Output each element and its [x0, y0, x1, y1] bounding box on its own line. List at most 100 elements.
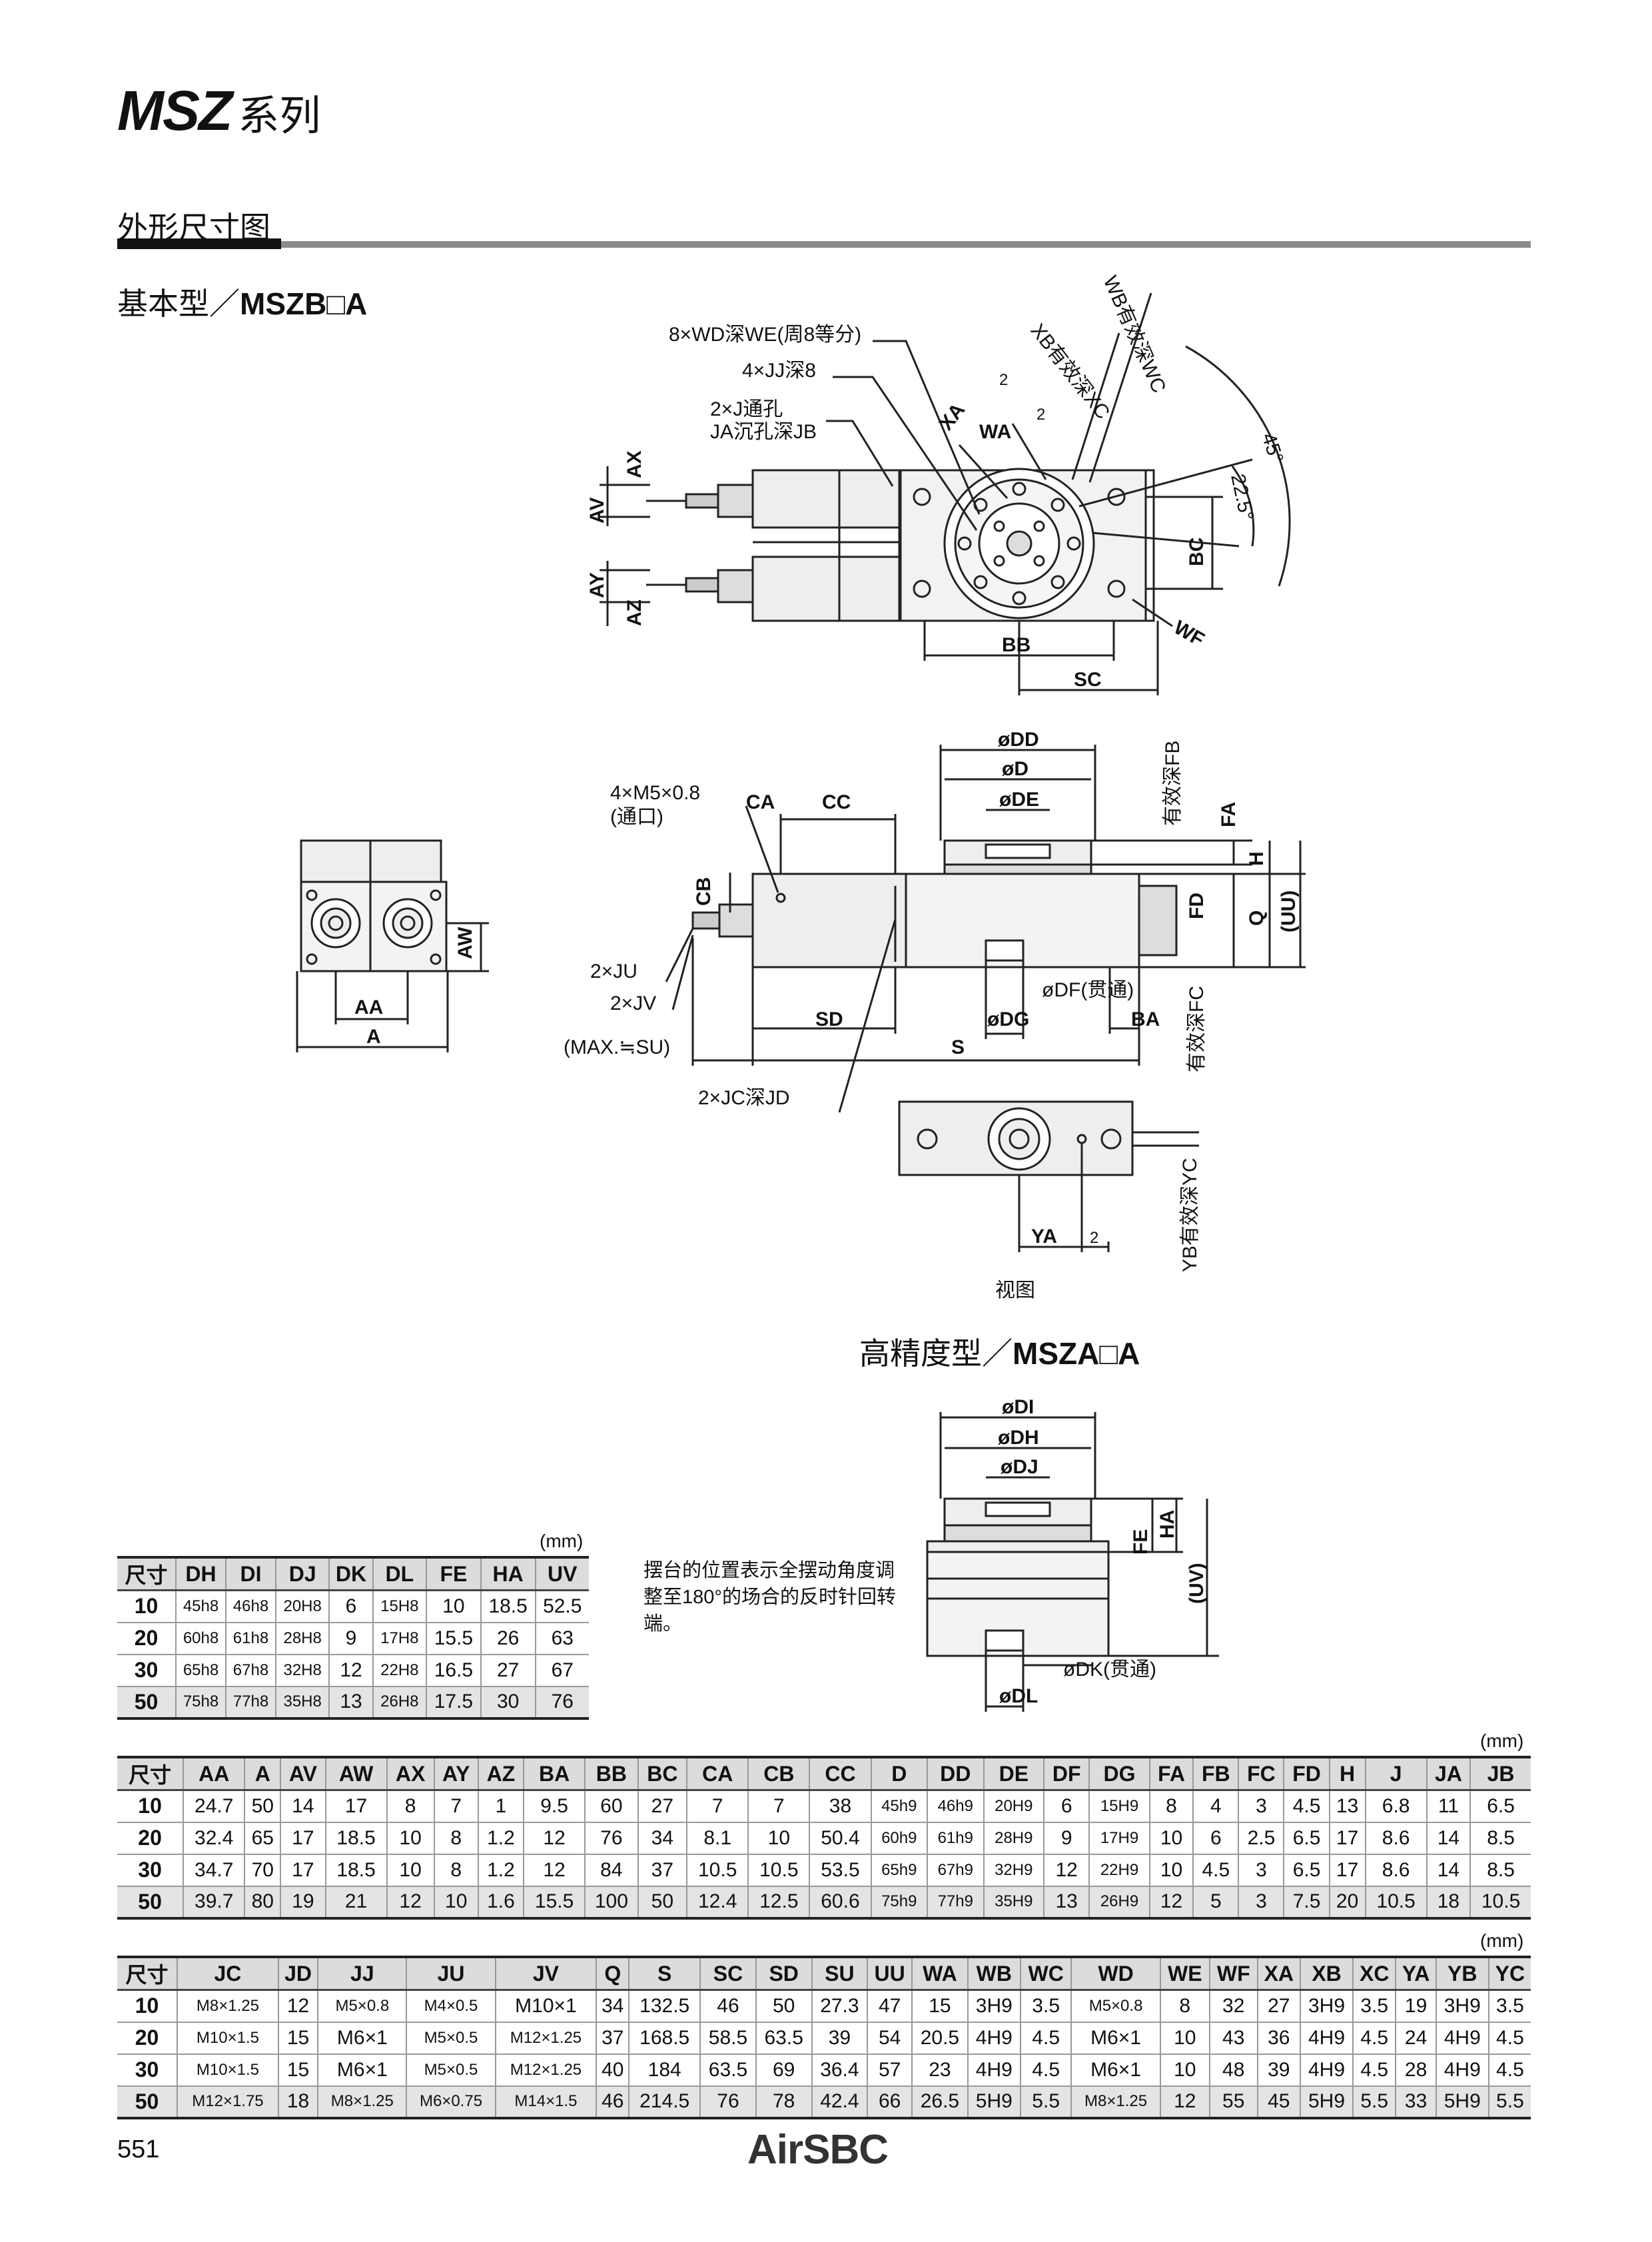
table-cell: 26.5 — [911, 2085, 968, 2119]
table-cell: 6.8 — [1364, 1790, 1427, 1823]
dk-callout: øDK(贯通) — [1063, 1659, 1156, 1681]
column-header: AZ — [477, 1756, 524, 1791]
unit-label-1: (mm) — [540, 1531, 584, 1551]
size-cell: 10 — [117, 1990, 178, 2023]
table-cell: 26H9 — [1088, 1886, 1150, 1920]
table-cell: 84 — [584, 1854, 638, 1887]
table-cell: 69 — [755, 2054, 812, 2087]
table-cell: 12.4 — [686, 1886, 749, 1920]
table-cell: 5.5 — [1019, 2085, 1072, 2119]
table-cell: 3.5 — [1019, 1990, 1072, 2023]
table-cell: 8.5 — [1469, 1854, 1531, 1887]
table-cell: 24 — [1395, 2022, 1436, 2055]
column-header: HA — [480, 1556, 536, 1591]
table-cell: 37 — [637, 1854, 687, 1887]
table-cell: M6×1 — [317, 2022, 407, 2055]
wa-label: WA — [979, 421, 1011, 443]
two-label-1: 2 — [999, 371, 1008, 389]
table-cell: 3H9 — [1299, 1990, 1354, 2023]
aa-label: AA — [354, 996, 383, 1018]
table-cell: M5×0.5 — [406, 2022, 496, 2055]
column-header: YA — [1395, 1956, 1436, 1991]
table-cell: 22H8 — [372, 1654, 427, 1687]
table-cell: 32 — [1208, 1990, 1258, 2023]
table-cell: 9 — [1043, 1822, 1090, 1855]
table-cell: 66 — [867, 2085, 913, 2119]
table-cell: 70 — [244, 1854, 281, 1887]
table-cell: 4.5 — [1487, 2054, 1531, 2087]
table-cell: 63.5 — [699, 2054, 756, 2087]
table-cell: 18 — [1426, 1886, 1471, 1920]
table-cell: 214.5 — [628, 2085, 701, 2119]
table-cell: 3 — [1238, 1886, 1284, 1920]
table-cell: M10×1.5 — [177, 2054, 278, 2087]
table-cell: 4H9 — [1299, 2022, 1354, 2055]
column-header: BC — [637, 1756, 687, 1791]
table-cell: 4.5 — [1352, 2054, 1396, 2087]
table-cell: 15.5 — [523, 1886, 586, 1920]
table-cell: 5.5 — [1487, 2085, 1531, 2119]
table-cell: 55 — [1208, 2085, 1258, 2119]
table-cell: 10 — [747, 1822, 810, 1855]
table-cell: 76 — [699, 2085, 756, 2119]
s-label: S — [951, 1036, 965, 1058]
table-cell: 15H9 — [1088, 1790, 1150, 1823]
column-header: CA — [686, 1756, 749, 1791]
table-cell: 12 — [523, 1822, 586, 1855]
table-cell: 12 — [1043, 1854, 1090, 1887]
table-cell: 39.7 — [183, 1886, 245, 1920]
table-cell: 28H9 — [983, 1822, 1044, 1855]
column-header: D — [870, 1756, 928, 1791]
table-cell: 26 — [480, 1622, 536, 1655]
table-cell: 100 — [584, 1886, 638, 1920]
table-cell: 20H9 — [983, 1790, 1044, 1823]
ju-callout: 2×JU — [590, 960, 637, 982]
table-cell: 43 — [1208, 2022, 1258, 2055]
table-cell: M8×1.25 — [177, 1990, 278, 2023]
table-cell: 10.5 — [1469, 1886, 1531, 1920]
table-cell: 8.6 — [1364, 1854, 1427, 1887]
table-cell: 1 — [477, 1790, 524, 1823]
table-cell: 34 — [596, 1990, 629, 2023]
table-cell: 27.3 — [811, 1990, 868, 2023]
column-header: JD — [277, 1956, 318, 1991]
column-header: DG — [1088, 1756, 1150, 1791]
table-cell: 15.5 — [426, 1622, 481, 1655]
table-cell: M5×0.5 — [406, 2054, 496, 2087]
table-cell: M14×1.5 — [494, 2085, 597, 2119]
av-label: AV — [586, 498, 608, 524]
table-cell: 17.5 — [426, 1686, 481, 1720]
angle-22-label: 22.5° — [1226, 472, 1258, 523]
column-header: DD — [927, 1756, 984, 1791]
column-header: YC — [1487, 1956, 1531, 1991]
table-cell: 15 — [277, 2054, 318, 2087]
table-cell: 77h8 — [225, 1686, 276, 1720]
column-header: A — [244, 1756, 281, 1791]
table-cell: 65h8 — [175, 1654, 226, 1687]
column-header: DJ — [274, 1556, 330, 1591]
table-cell: 4H9 — [1435, 2022, 1489, 2055]
column-header: H — [1328, 1756, 1366, 1791]
ja-callout: JA沉孔深JB — [710, 421, 817, 443]
table-cell: 17H9 — [1088, 1822, 1150, 1855]
table-cell: 50 — [755, 1990, 812, 2023]
table-cell: 10 — [1148, 1854, 1194, 1887]
size-cell: 20 — [117, 1822, 184, 1855]
ca-label: CA — [746, 791, 775, 813]
table-cell: 8 — [1159, 1990, 1210, 2023]
column-header: DF — [1043, 1756, 1090, 1791]
table-cell: M4×0.5 — [406, 1990, 496, 2023]
table-cell: 20H8 — [274, 1590, 330, 1623]
sc-label: SC — [1074, 669, 1102, 691]
column-header: 尺寸 — [117, 1956, 178, 1991]
table-cell: 10 — [1148, 1822, 1194, 1855]
table-cell: 18 — [277, 2085, 318, 2119]
table-cell: 3.5 — [1487, 1990, 1531, 2023]
table-cell: M5×0.8 — [1070, 1990, 1160, 2023]
